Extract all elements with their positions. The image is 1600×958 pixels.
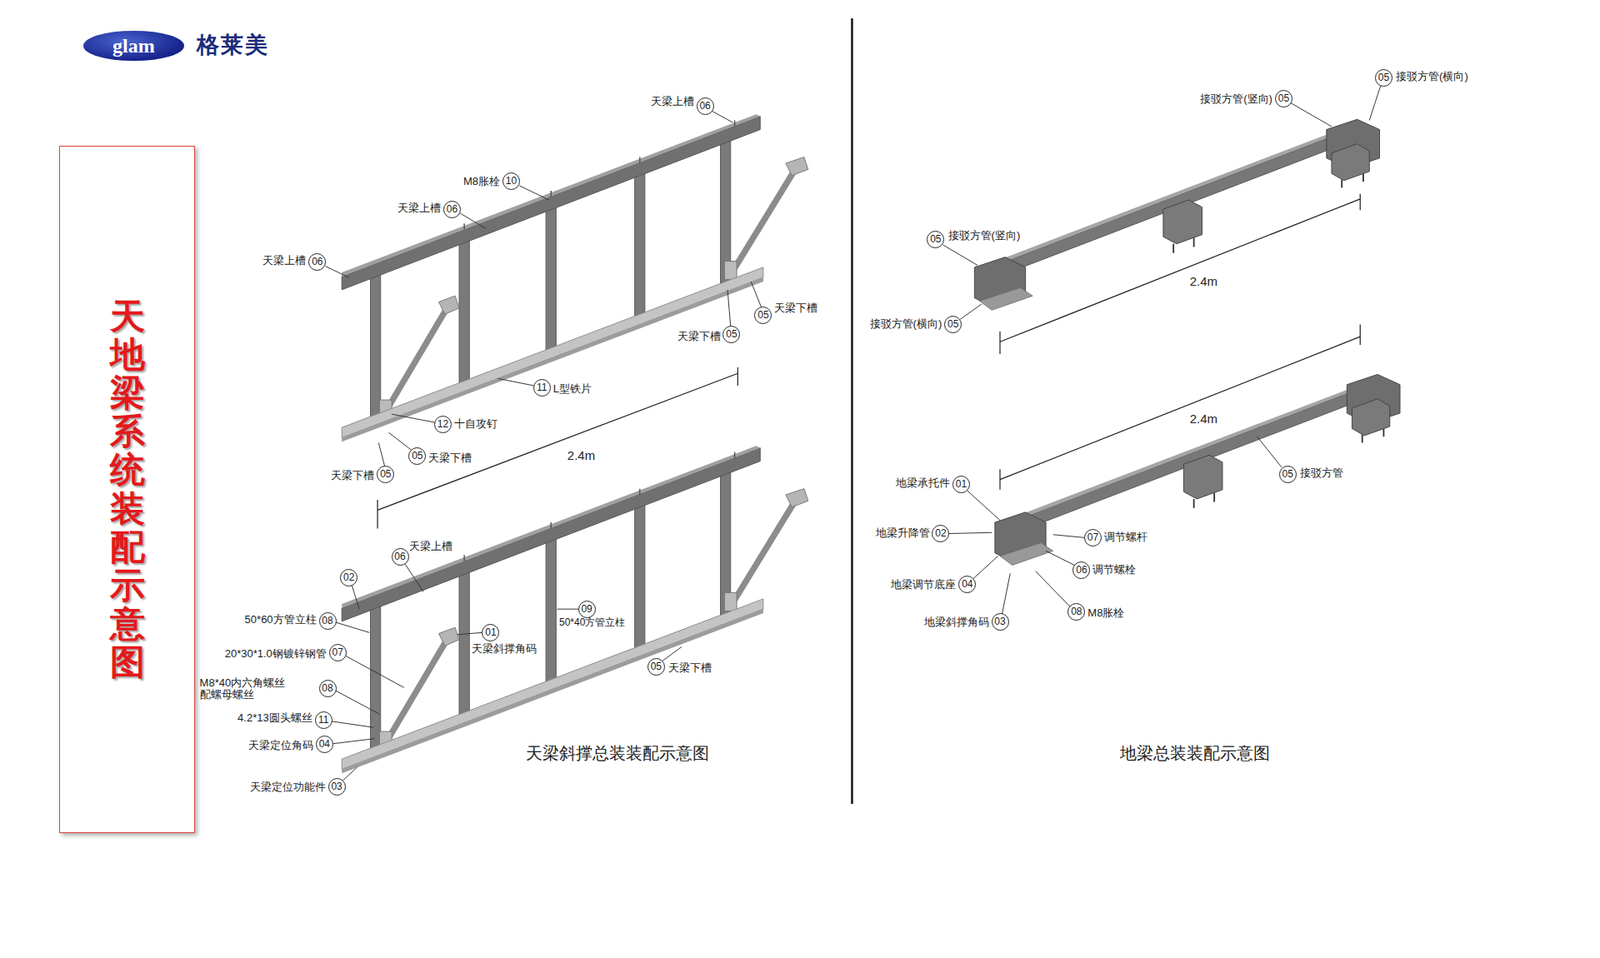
brand-logo: glam [83, 30, 185, 61]
part-label: M8胀栓 [1087, 606, 1125, 620]
callout-number: 06 [308, 253, 326, 271]
callout-number: 04 [315, 735, 334, 754]
callout-number: 11 [533, 379, 551, 397]
callout-number: 01 [481, 624, 500, 642]
figure-caption: 地梁总装装配示意图 [1120, 743, 1270, 763]
callout-number: 05 [1375, 69, 1393, 87]
divider-line [850, 18, 853, 805]
callout-number: 11 [315, 711, 333, 730]
brand-logo-text: glam [112, 35, 155, 57]
part-label: 接驳方管(竖向) [1200, 92, 1273, 105]
leader-lines [325, 85, 1381, 781]
ground-beam [995, 374, 1400, 565]
callout-number: 07 [1084, 529, 1102, 547]
callout-number: 05 [944, 315, 962, 334]
part-label: 天梁下槽 [330, 469, 375, 482]
callout-number: 12 [434, 415, 452, 434]
part-label: 天梁下槽 [428, 451, 472, 465]
callout-number: 06 [443, 200, 461, 219]
callout-number: 05 [754, 306, 772, 325]
part-label: 调节螺栓 [1092, 564, 1136, 577]
part-label: 天梁斜撑角码 [471, 642, 537, 655]
part-label: 十自攻钉 [454, 418, 498, 431]
part-label: 天梁定位角码 [248, 740, 314, 753]
part-label: 天梁下槽 [677, 330, 721, 344]
dimension-label: 2.4m [567, 449, 595, 464]
figure-caption: 天梁斜撑总装装配示意图 [525, 743, 710, 763]
part-label: 地梁升降管 [875, 527, 930, 540]
callout-number: 10 [502, 172, 520, 190]
callout-number: 01 [952, 475, 970, 494]
dimension-lines [377, 194, 1360, 530]
part-label: 调节螺杆 [1104, 531, 1148, 545]
part-label: 天梁下槽 [774, 301, 818, 315]
callout-number: 09 [578, 600, 596, 619]
callout-number: 05 [376, 465, 395, 484]
callout-number: 08 [319, 612, 337, 630]
callout-number: 05 [1275, 90, 1293, 108]
part-label: M8胀栓 [463, 175, 500, 188]
part-label: 接驳方管(横向) [1395, 70, 1469, 83]
callout-number: 05 [647, 658, 665, 676]
part-label: 天梁上槽 [409, 540, 453, 554]
part-label: 天梁定位功能件 [250, 781, 326, 795]
callout-number: 02 [931, 525, 950, 543]
dimension-label: 2.4m [1190, 412, 1218, 427]
part-label: 地梁斜撑角码 [924, 615, 990, 629]
part-label: 地梁承托件 [895, 477, 950, 490]
ground-beam [974, 119, 1380, 310]
part-label: 天梁下槽 [668, 662, 712, 675]
callout-number: 03 [328, 778, 346, 796]
callout-number: 06 [1072, 561, 1090, 580]
part-label: 接驳方管(竖向) [948, 229, 1021, 242]
part-label: 天梁上槽 [397, 201, 441, 215]
top-beam-frame [341, 445, 809, 774]
dimension-label: 2.4m [1190, 274, 1218, 289]
part-label: 20*30*1.0钢镀锌钢管 [225, 647, 327, 660]
title-box: 天地梁系统装配示意图 [59, 145, 195, 834]
callout-number: 05 [926, 230, 945, 249]
callout-number: 08 [1067, 603, 1085, 621]
part-label: 50*40方管立柱 [559, 617, 625, 630]
part-label: 接驳方管 [1300, 467, 1344, 480]
part-label: 50*60方管立柱 [245, 614, 317, 627]
callout-number: 03 [991, 613, 1010, 631]
part-label: M8*40内六角螺丝 配螺母螺丝 [200, 676, 317, 701]
callout-number: 07 [329, 644, 347, 662]
callout-number: 04 [958, 575, 976, 594]
callout-number: 05 [408, 447, 426, 465]
part-label: 地梁调节底座 [890, 578, 956, 591]
part-label: 4.2*13圆头螺丝 [237, 712, 313, 725]
callout-number: 05 [1279, 465, 1297, 484]
part-label: 天梁上槽 [262, 255, 306, 268]
callout-number: 02 [340, 569, 358, 587]
part-label: 天梁上槽 [650, 95, 695, 109]
part-label: L型铁片 [553, 382, 592, 395]
callout-number: 06 [696, 97, 715, 115]
callout-number: 06 [391, 548, 410, 566]
callout-number: 08 [319, 680, 337, 698]
top-beam-frame [341, 114, 809, 442]
callout-number: 05 [722, 325, 740, 344]
vertical-title: 天地梁系统装配示意图 [110, 297, 145, 683]
part-label: 接驳方管(横向) [870, 318, 943, 331]
brand-name: 格莱美 [196, 33, 270, 60]
